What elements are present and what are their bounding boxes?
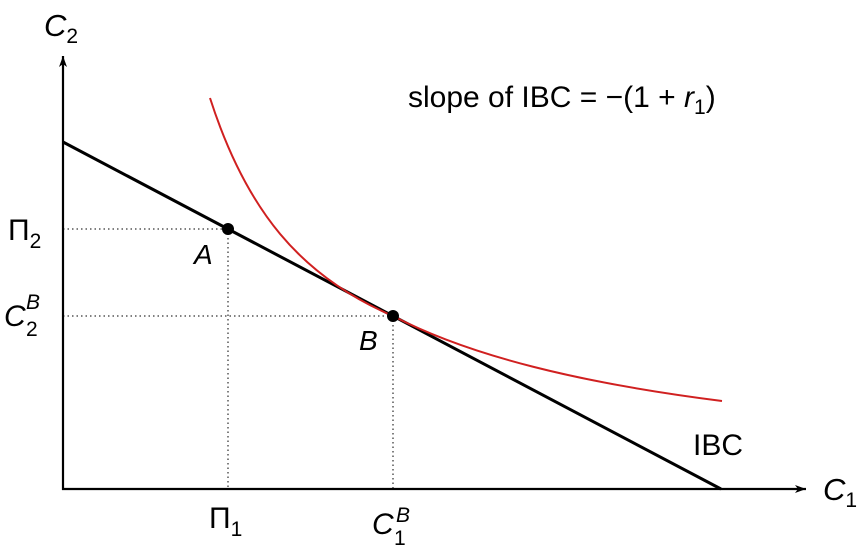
point-b-marker	[387, 310, 399, 322]
x-axis-label: C1	[823, 472, 857, 512]
point-b-label: B	[359, 325, 378, 356]
point-a-label: A	[192, 239, 213, 270]
tick-c2b: C B 2	[4, 283, 48, 341]
tick-pi2: Π2	[8, 214, 41, 253]
tick-c1b: C B 1	[372, 496, 418, 550]
point-a-marker	[222, 223, 234, 235]
slope-annotation: slope of IBC = −(1 + r1)	[408, 81, 716, 119]
y-axis-label: C2	[44, 8, 78, 48]
tick-pi1: Π1	[209, 502, 242, 541]
budget-constraint-label: IBC	[693, 429, 743, 462]
